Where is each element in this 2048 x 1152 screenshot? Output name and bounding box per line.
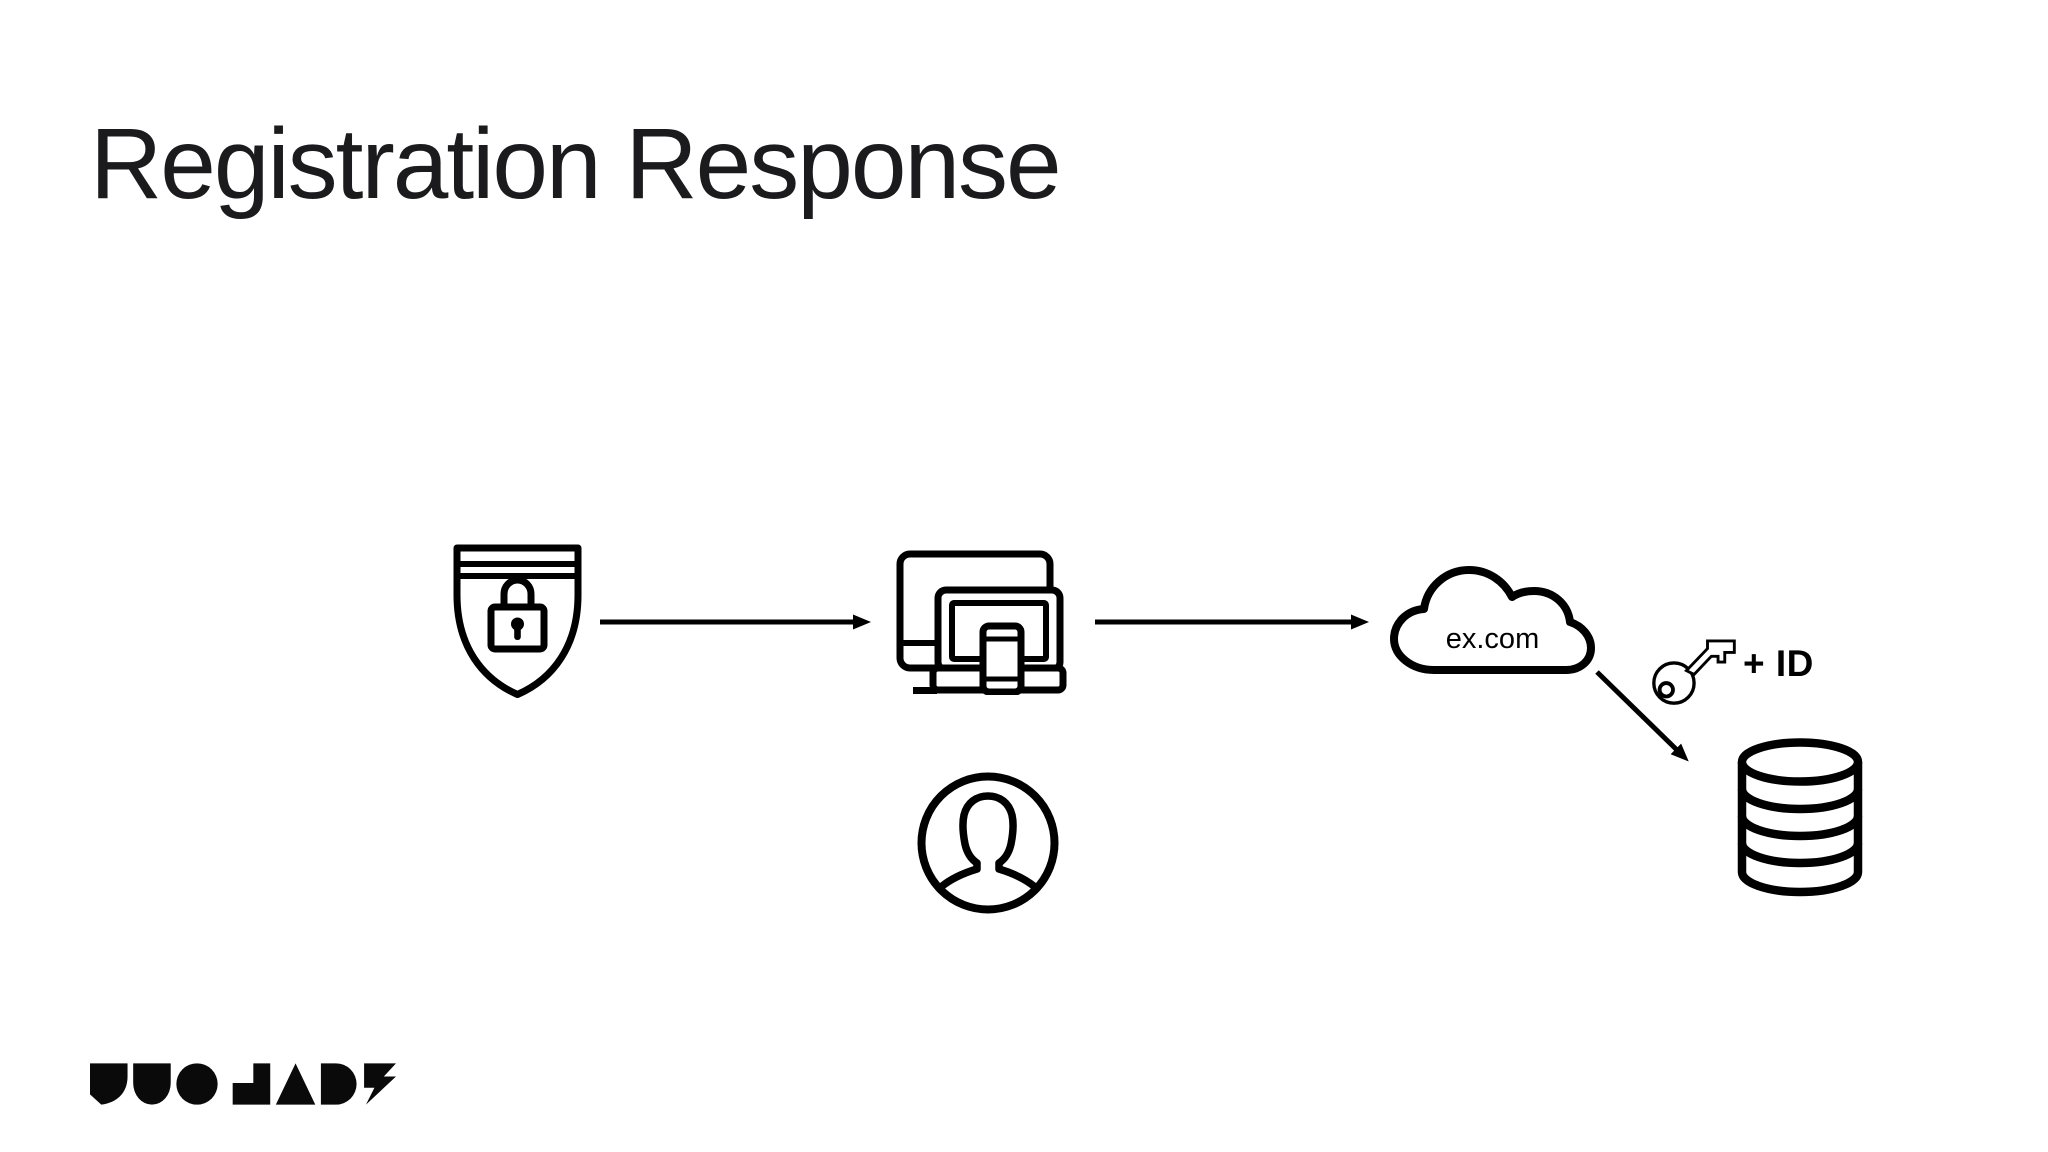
devices-icon [896,550,1067,695]
key-id-label: + ID [1743,643,1814,684]
duo-labs-wordmark-icon [90,1063,396,1105]
shield-lock-icon [453,544,582,698]
cloud-icon [1390,566,1595,674]
user-avatar-icon [917,772,1059,914]
duo-labs-logo: DUO LABS [90,1062,396,1106]
slide-title: Registration Response [90,108,1062,220]
database-icon [1737,738,1863,897]
key-icon [1652,639,1736,705]
cloud-domain-label: ex.com [1445,623,1540,655]
